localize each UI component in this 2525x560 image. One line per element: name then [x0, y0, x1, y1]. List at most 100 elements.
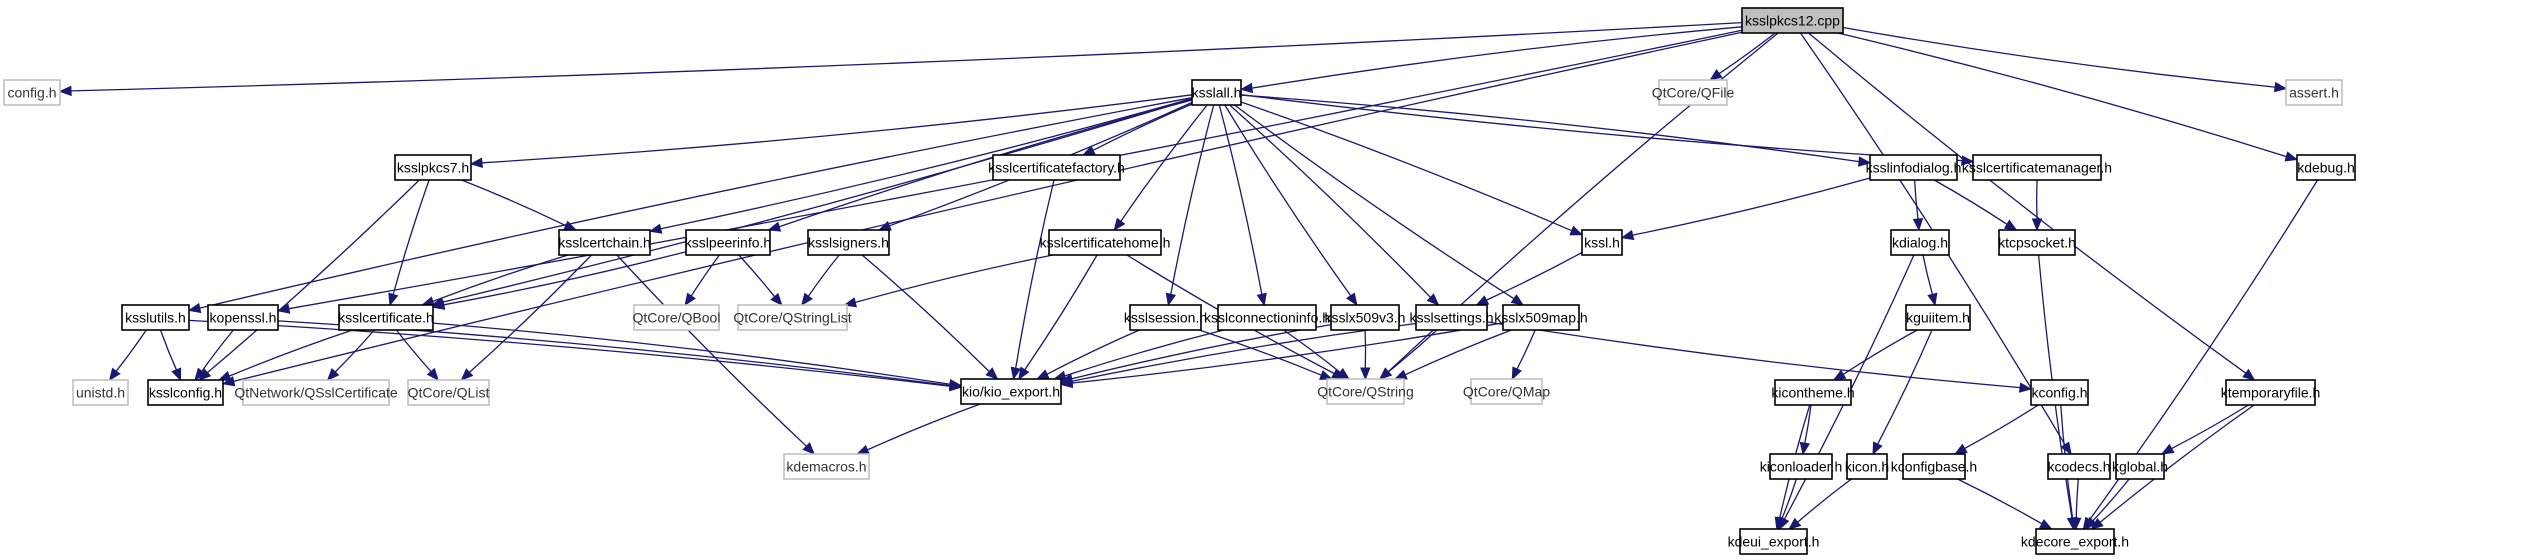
edge-kcertificate-to-qsslcert	[334, 329, 375, 373]
node-box[interactable]	[1890, 229, 1950, 256]
arrowhead-icon	[1256, 292, 1267, 307]
arrowhead-icon	[2084, 516, 2098, 531]
node-box[interactable]	[2047, 453, 2111, 480]
node-box	[1470, 378, 1543, 405]
node-ksslconfig[interactable]: ksslconfig.h	[147, 379, 224, 406]
node-kicon[interactable]: kicon.h	[1845, 453, 1889, 480]
node-kdeuiexport[interactable]: kdeui_export.h	[1728, 528, 1820, 555]
node-kdebug[interactable]: kdebug.h	[2296, 154, 2356, 181]
node-kconfigbase[interactable]: kconfigbase.h	[1891, 453, 1977, 480]
node-box[interactable]	[2225, 379, 2316, 406]
node-box[interactable]	[2035, 528, 2115, 555]
node-box[interactable]	[1998, 229, 2076, 256]
node-root[interactable]: ksslpkcs12.cpp	[1741, 7, 1844, 34]
edge-ktempfile-to-kdecoreexport	[2099, 404, 2255, 523]
node-ktcpsocket[interactable]: ktcpsocket.h	[1998, 229, 2076, 256]
edge-kssl-to-ksettings	[1486, 251, 1583, 301]
node-ksettings[interactable]: ksslsettings.h	[1409, 304, 1494, 331]
node-kx509map[interactable]: ksslx509map.h	[1494, 304, 1588, 331]
arrowhead-icon	[856, 444, 870, 455]
node-kconninfo[interactable]: ksslconnectioninfo.h	[1204, 304, 1330, 331]
edge-ksslall-to-kcertchain	[660, 97, 1193, 230]
node-kguiitem[interactable]: kguiitem.h	[1905, 304, 1971, 331]
node-ksession[interactable]: ksslsession.h	[1124, 304, 1207, 331]
arrowhead-icon	[326, 368, 340, 381]
node-kinfodialog[interactable]: ksslinfodialog.h	[1866, 154, 1962, 181]
arrowhead-icon	[1510, 294, 1525, 306]
node-box[interactable]	[1902, 453, 1966, 480]
node-box[interactable]	[1581, 229, 1623, 256]
node-box[interactable]	[394, 154, 472, 181]
node-box[interactable]	[1191, 79, 1242, 106]
node-box[interactable]	[1739, 528, 1808, 555]
node-box[interactable]	[2296, 154, 2356, 181]
edge-root-to-assert	[1842, 26, 2276, 88]
node-ksigners[interactable]: ksslsigners.h	[807, 229, 890, 256]
node-label: unistd.h	[76, 385, 125, 401]
node-box[interactable]	[2030, 379, 2089, 406]
node-kconfig[interactable]: kconfig.h	[2030, 379, 2089, 406]
node-kssl[interactable]: kssl.h	[1581, 229, 1623, 256]
node-kdecoreexport[interactable]: kdecore_export.h	[2021, 528, 2129, 555]
node-box[interactable]	[1415, 304, 1488, 331]
node-kpeerinfo[interactable]: ksslpeerinfo.h	[685, 229, 771, 256]
node-label: ksslcertificatehome.h	[1040, 235, 1171, 251]
node-box[interactable]	[1869, 154, 1958, 181]
node-box	[72, 379, 129, 406]
node-box[interactable]	[807, 229, 890, 256]
node-box[interactable]	[1330, 304, 1400, 331]
node-box[interactable]	[147, 379, 224, 406]
node-box[interactable]	[338, 304, 434, 331]
node-label: assert.h	[2289, 85, 2339, 101]
node-box[interactable]	[1217, 304, 1317, 331]
node-kioexport[interactable]: kio/kio_export.h	[960, 378, 1062, 405]
edge-kcertfactory-to-kioexport	[1015, 179, 1055, 369]
node-kopenssl[interactable]: kopenssl.h	[207, 304, 279, 331]
node-box[interactable]	[1502, 304, 1580, 331]
node-kglobal[interactable]: kglobal.h	[2112, 453, 2168, 480]
node-kdialog[interactable]: kdialog.h	[1890, 229, 1950, 256]
arrowhead-icon	[1954, 443, 1968, 455]
node-kcodecs[interactable]: kcodecs.h	[2047, 453, 2111, 480]
node-box[interactable]	[1129, 304, 1202, 331]
node-box[interactable]	[1769, 453, 1833, 480]
node-ksslall[interactable]: ksslall.h	[1191, 79, 1242, 106]
node-kcertfactory[interactable]: ksslcertificatefactory.h	[988, 154, 1125, 181]
node-box[interactable]	[1846, 453, 1888, 480]
node-box[interactable]	[207, 304, 279, 331]
node-box[interactable]	[2115, 453, 2165, 480]
edge-root-to-ktempfile	[1808, 32, 2247, 374]
node-box[interactable]	[1972, 154, 2102, 181]
arrowhead-icon	[217, 371, 232, 381]
node-kcertchain[interactable]: ksslcertchain.h	[558, 229, 651, 256]
edge-root-to-config	[70, 21, 1743, 92]
node-kcerthome[interactable]: ksslcertificatehome.h	[1040, 229, 1171, 256]
node-box[interactable]	[685, 229, 771, 256]
arrowhead-icon	[1799, 441, 1811, 456]
node-box[interactable]	[558, 229, 651, 256]
node-kutils[interactable]: ksslutils.h	[121, 304, 190, 331]
node-ksslpkcs7[interactable]: ksslpkcs7.h	[394, 154, 472, 181]
node-box[interactable]	[121, 304, 190, 331]
node-kcertmanager[interactable]: ksslcertificatemanager.h	[1962, 154, 2112, 181]
node-box[interactable]	[960, 378, 1062, 405]
node-box[interactable]	[1774, 379, 1852, 406]
arrowhead-icon	[1018, 366, 1030, 381]
arrowhead-icon	[2071, 517, 2082, 531]
edge-kdialog-to-kguiitem	[1922, 254, 1934, 295]
node-box[interactable]	[992, 154, 1121, 181]
node-box[interactable]	[1048, 229, 1162, 256]
edges-layer	[58, 21, 2319, 531]
arrowhead-icon	[1426, 293, 1440, 306]
node-kicontheme[interactable]: kicontheme.h	[1771, 379, 1855, 406]
node-kiconloader[interactable]: kiconloader.h	[1760, 453, 1843, 480]
arrowhead-icon	[1927, 292, 1938, 307]
node-label: kcodecs.h	[2047, 459, 2110, 475]
node-label: ksslinfodialog.h	[1866, 160, 1962, 176]
node-kcertificate[interactable]: ksslcertificate.h	[338, 304, 434, 331]
node-box[interactable]	[1741, 7, 1844, 34]
node-kx509v3[interactable]: ksslx509v3.h	[1325, 304, 1406, 331]
node-box[interactable]	[1905, 304, 1971, 331]
node-ktempfile[interactable]: ktemporaryfile.h	[2221, 379, 2321, 406]
node-box	[242, 379, 390, 406]
